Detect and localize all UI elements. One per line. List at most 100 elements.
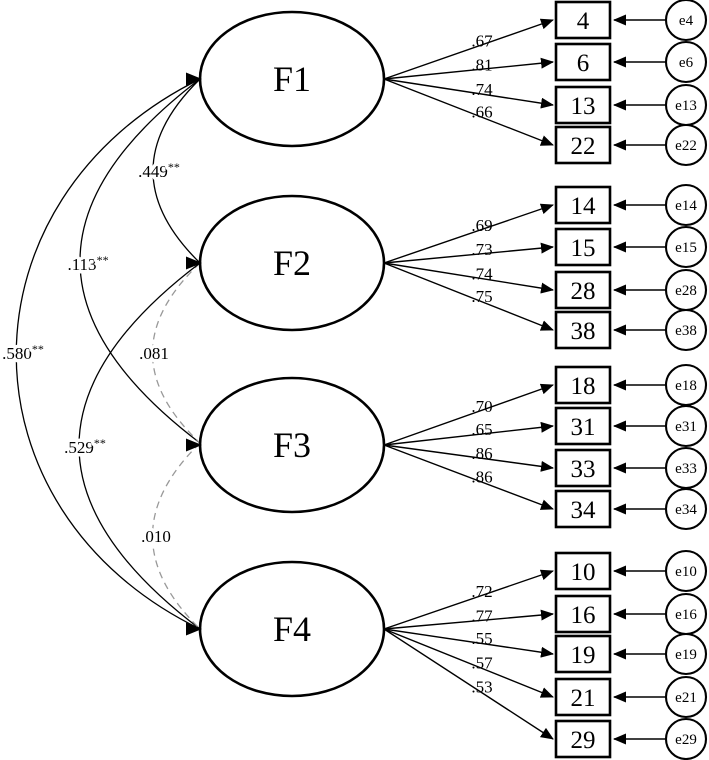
error-circle [664, 549, 708, 593]
indicator-box [554, 365, 612, 405]
error-label: e34 [675, 502, 697, 518]
correlation-curve [79, 78, 201, 444]
correlation-significance-stars: ** [97, 253, 109, 267]
loading-value: .70 [471, 397, 492, 416]
loading-value: .74 [471, 264, 493, 283]
correlation-value: .529 [64, 438, 94, 457]
error-circle [664, 675, 708, 719]
error-label: e10 [675, 564, 697, 580]
indicator-label: 29 [571, 727, 596, 754]
error-label: e19 [675, 647, 697, 663]
error-circle [664, 123, 708, 167]
correlation-curve-dashed [151, 262, 201, 444]
indicator-label: 38 [571, 318, 596, 345]
error-circle [664, 308, 708, 352]
error-circle [664, 40, 708, 84]
error-circle [664, 0, 708, 42]
loading-value: .72 [471, 582, 492, 601]
error-circle [664, 487, 708, 531]
indicator-label: 6 [577, 50, 590, 77]
indicator-label: 18 [571, 373, 596, 400]
correlation-curve [78, 262, 201, 630]
correlation-label: .010 [141, 527, 171, 546]
loading-arrow [383, 242, 554, 264]
indicator-box [554, 677, 612, 717]
loading-arrow [383, 628, 554, 740]
loading-arrow [383, 569, 554, 630]
error-label: e29 [675, 732, 697, 748]
loading-arrow [383, 78, 554, 146]
indicator-box [554, 42, 612, 82]
indicator-box [554, 719, 612, 759]
error-label: e14 [675, 198, 697, 214]
indicator-label: 10 [571, 559, 596, 586]
error-circle [664, 632, 708, 676]
correlation-value: .580 [2, 344, 32, 363]
loading-arrow [383, 57, 554, 80]
loading-arrow [383, 78, 554, 109]
error-label: e18 [675, 378, 697, 394]
error-label: e4 [679, 13, 694, 29]
loading-value: .53 [471, 678, 492, 697]
loading-value: .65 [471, 420, 492, 439]
loading-arrow [383, 421, 554, 446]
loading-arrow [383, 262, 554, 331]
correlation-label: .580** [2, 342, 44, 363]
loading-arrow [383, 262, 554, 294]
error-circle [664, 225, 708, 269]
loading-value: .73 [471, 240, 492, 259]
correlation-f3-f4: .010 [138, 442, 201, 630]
indicator-box [554, 310, 612, 350]
loading-value: .55 [471, 629, 492, 648]
loading-value: .81 [471, 55, 492, 74]
loading-value: .86 [471, 467, 492, 486]
factor-label: F2 [273, 243, 311, 283]
indicator-label: 15 [571, 235, 596, 262]
error-label: e16 [675, 607, 697, 623]
loading-value: .69 [471, 216, 492, 235]
factor-left-arrowhead [186, 72, 202, 86]
indicator-label: 31 [571, 414, 596, 441]
correlation-label: .113** [67, 253, 108, 274]
loading-value: .67 [471, 31, 493, 50]
indicator-box [554, 125, 612, 165]
loading-value: .74 [471, 80, 493, 99]
correlation-value: .113 [67, 255, 96, 274]
indicator-label: 34 [571, 497, 597, 524]
error-label: e28 [675, 283, 697, 299]
correlation-f1-f2: .449** [135, 78, 201, 264]
correlation-f1-f4: .580** [0, 78, 201, 630]
indicator-box [554, 489, 612, 529]
loading-arrow [383, 444, 554, 472]
correlation-significance-stars: ** [32, 342, 44, 356]
correlation-f2-f4: .529** [61, 262, 201, 630]
correlation-label: .529** [64, 436, 106, 457]
error-circle [664, 183, 708, 227]
correlation-significance-stars: ** [168, 160, 180, 174]
indicator-label: 21 [571, 685, 596, 712]
indicator-box [554, 85, 612, 125]
error-label: e33 [675, 461, 697, 477]
loading-arrow [383, 628, 554, 698]
indicator-box [554, 0, 612, 40]
correlation-curve [152, 78, 201, 264]
correlation-value: .449 [138, 162, 168, 181]
indicator-box [554, 551, 612, 591]
loading-value: .66 [471, 103, 492, 122]
loading-arrow [383, 203, 554, 264]
loading-value: .77 [471, 606, 493, 625]
indicator-box [554, 270, 612, 310]
correlation-label: .081 [139, 344, 169, 363]
indicator-label: 28 [571, 278, 596, 305]
error-label: e21 [675, 690, 697, 706]
indicator-box [554, 594, 612, 634]
indicator-box [554, 227, 612, 267]
loading-value: .86 [471, 444, 492, 463]
correlation-f2-f3: .081 [136, 262, 201, 444]
indicator-label: 13 [571, 93, 596, 120]
